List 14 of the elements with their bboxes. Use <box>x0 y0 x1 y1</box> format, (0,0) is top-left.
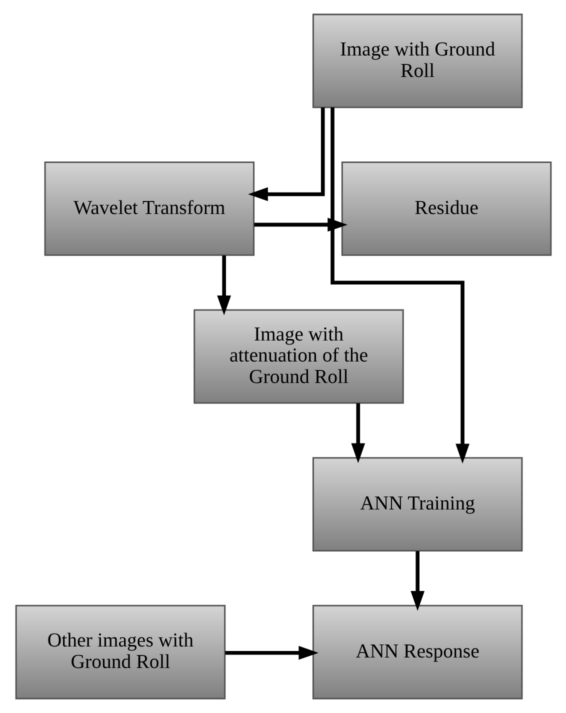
node-box: ANN Training <box>312 457 522 552</box>
arrow <box>224 646 318 660</box>
arrow <box>254 218 347 232</box>
arrow <box>350 403 365 464</box>
arrow <box>330 107 469 464</box>
node-box: Residue <box>340 161 552 256</box>
arrow <box>410 551 424 611</box>
arrow <box>216 255 231 316</box>
node-box: Image with attenuation of the Ground Roll <box>193 309 404 404</box>
node-box: ANN Response <box>312 604 522 700</box>
node-box: Image with Ground Roll <box>312 14 522 108</box>
arrow <box>248 108 324 202</box>
node-box: Other images with Ground Roll <box>14 604 226 700</box>
node-box: Wavelet Transform <box>44 161 254 256</box>
